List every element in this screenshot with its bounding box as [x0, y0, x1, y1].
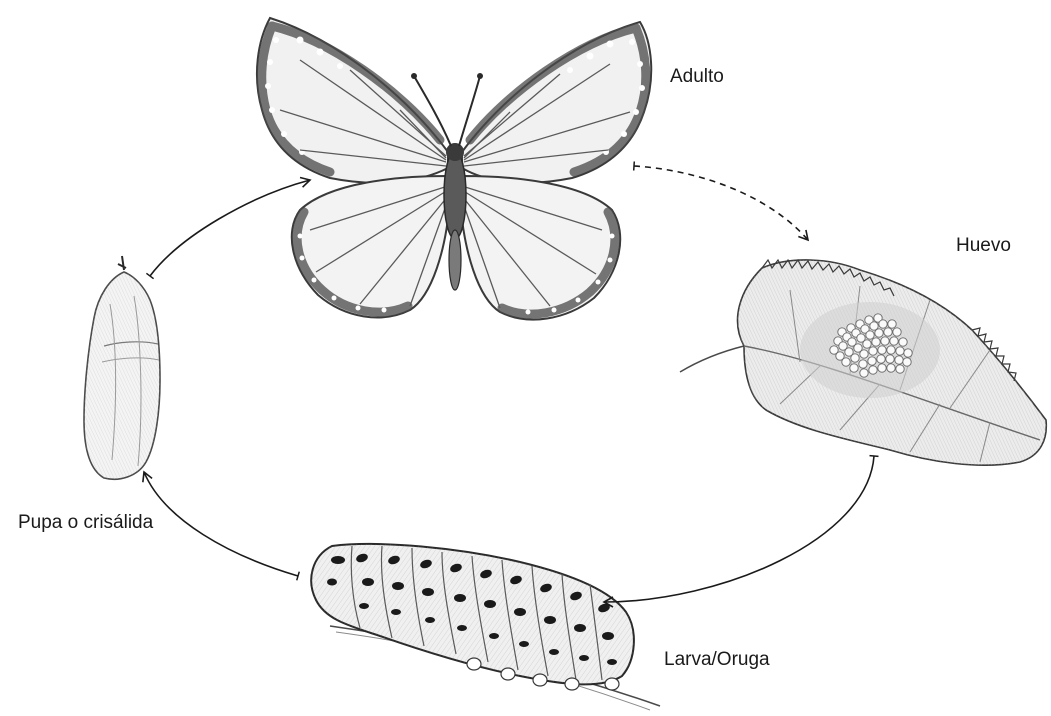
- caterpillar-illustration: [311, 544, 660, 710]
- right-forewing: [462, 22, 651, 183]
- butterfly-body: [444, 151, 466, 239]
- butterfly-illustration: [257, 18, 651, 320]
- right-hindwing: [460, 176, 620, 320]
- left-forewing: [257, 18, 448, 183]
- leaf-with-eggs-illustration: [680, 260, 1046, 465]
- larva-label: Larva/Oruga: [664, 649, 770, 671]
- arrow-egg-to-larva: [604, 456, 874, 602]
- adult-label: Adulto: [670, 66, 724, 88]
- chrysalis-illustration: [84, 256, 160, 479]
- leaf-stem: [680, 346, 744, 372]
- arrow-larva-to-pupa: [144, 472, 298, 576]
- arrow-pupa-to-adult: [150, 180, 310, 276]
- pupa-label: Pupa o crisálida: [18, 512, 153, 534]
- left-hindwing: [292, 176, 450, 317]
- egg-label: Huevo: [956, 235, 1011, 257]
- arrow-adult-to-egg: [634, 166, 808, 240]
